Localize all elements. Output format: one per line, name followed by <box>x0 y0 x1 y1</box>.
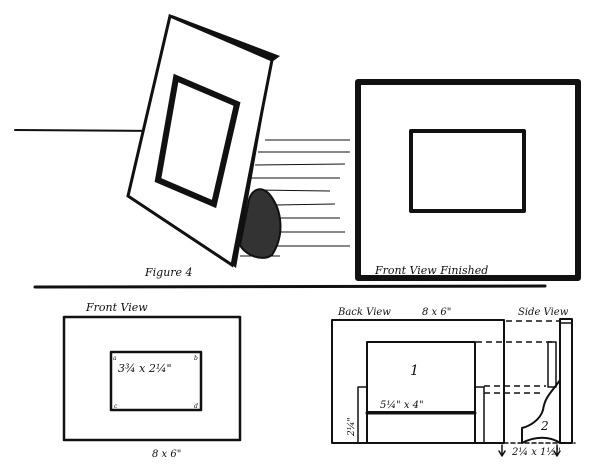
corner-mark-c: c <box>114 403 118 410</box>
stand-prop <box>238 188 282 259</box>
corner-mark-b: b <box>194 355 198 362</box>
part-2-support <box>521 379 561 444</box>
side-panel-edge <box>547 341 557 388</box>
front-view-finished-drawing: Front View Finished <box>355 79 581 281</box>
left-block <box>357 386 368 444</box>
right-block <box>474 386 485 444</box>
front-view-outer <box>62 315 242 442</box>
front-view-opening <box>109 350 203 412</box>
part-1-size: 5¼" x 4" <box>380 400 424 411</box>
part-2-label: 2 <box>540 419 549 433</box>
part-2-size: 2¼ x 1½" <box>511 447 561 458</box>
side-view-board <box>559 318 573 444</box>
front-view-overall-size: 8 x 6" <box>152 449 181 460</box>
back-view-drawing: Back View 8 x 6" 1 5¼" x 4" 2¼" <box>331 307 505 444</box>
arrow-down-icon <box>498 444 506 457</box>
side-view-title: Side View <box>518 307 569 318</box>
figure-4-caption: Figure 4 <box>144 266 193 279</box>
table-shading <box>240 139 350 257</box>
divider-line <box>33 284 547 289</box>
corner-mark-d: d <box>194 403 198 410</box>
ground-line <box>14 129 161 132</box>
side-view-drawing: Side View 2 2¼ x 1½" <box>476 307 576 458</box>
back-view-overall-size: 8 x 6" <box>422 307 451 318</box>
projection-lines <box>476 320 560 394</box>
figure-4-drawing: Figure 4 <box>14 13 350 279</box>
frame-opening <box>154 73 241 209</box>
corner-mark-a: a <box>113 355 117 362</box>
finished-frame-opening <box>409 129 526 213</box>
part-1-label: 1 <box>410 363 419 379</box>
finished-frame-outer <box>355 79 581 281</box>
part-1-lower <box>366 411 476 444</box>
front-view-title: Front View <box>85 301 148 314</box>
arrow-down-icon <box>553 444 561 457</box>
front-view-finished-caption: Front View Finished <box>374 264 488 277</box>
height-label: 2¼" <box>346 417 357 437</box>
back-view-title: Back View <box>337 307 391 318</box>
front-view-drawing: Front View 3¾ x 2¼" a b c d 8 x 6" <box>62 301 242 460</box>
opening-size-label: 3¾ x 2¼" <box>118 362 172 375</box>
